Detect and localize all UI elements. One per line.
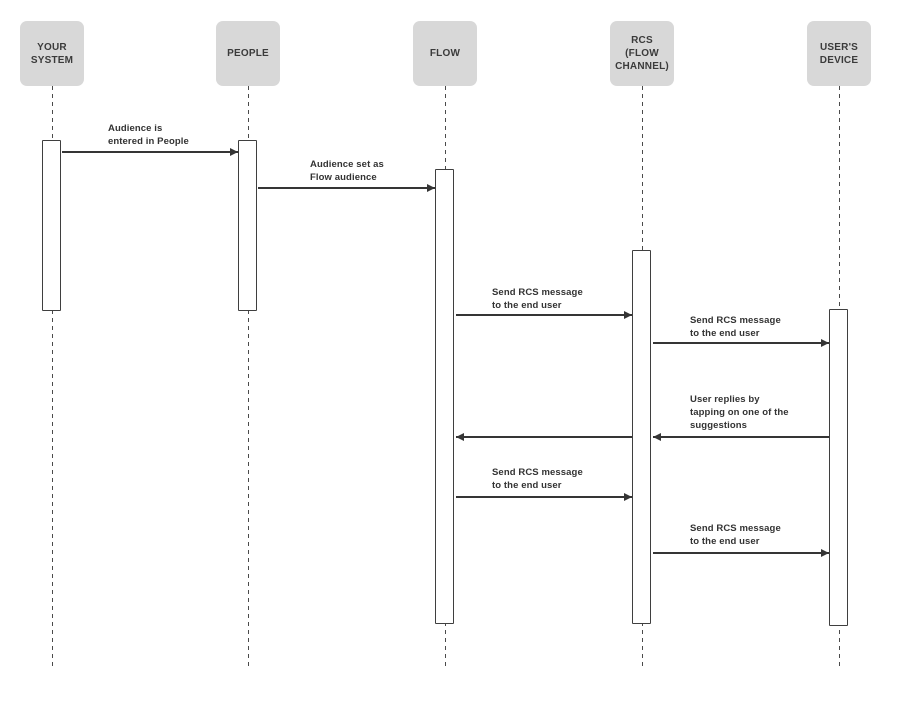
message-label-send-rcs-3: Send RCS message to the end user — [492, 467, 583, 491]
message-line-user-replies — [653, 436, 829, 438]
message-label-send-rcs-4: Send RCS message to the end user — [690, 523, 781, 547]
message-line-send-rcs-2 — [653, 342, 829, 344]
message-line-send-rcs-4 — [653, 552, 829, 554]
message-label-send-rcs-1: Send RCS message to the end user — [492, 287, 583, 311]
arrowhead-audience-entered — [230, 148, 238, 156]
message-label-audience-set: Audience set as Flow audience — [310, 159, 384, 183]
arrowhead-send-rcs-1 — [624, 311, 632, 319]
activation-bar-people — [238, 140, 257, 311]
arrowhead-send-rcs-3 — [624, 493, 632, 501]
message-label-audience-entered: Audience is entered in People — [108, 123, 189, 147]
actor-box-your-system: YOUR SYSTEM — [20, 21, 84, 86]
actor-box-flow: FLOW — [413, 21, 477, 86]
arrowhead-user-replies — [653, 433, 661, 441]
actor-box-people: PEOPLE — [216, 21, 280, 86]
message-line-user-replies-relay — [456, 436, 632, 438]
message-line-audience-set — [258, 187, 435, 189]
activation-bar-flow — [435, 169, 454, 624]
actor-label-people: PEOPLE — [227, 48, 269, 59]
actor-box-users-device: USER'S DEVICE — [807, 21, 871, 86]
lifeline-your-system — [51, 86, 53, 667]
arrowhead-send-rcs-2 — [821, 339, 829, 347]
actor-box-rcs-flow-channel: RCS (FLOW CHANNEL) — [610, 21, 674, 86]
arrowhead-send-rcs-4 — [821, 549, 829, 557]
actor-label-flow: FLOW — [429, 48, 461, 59]
lifeline-people — [247, 86, 249, 667]
arrowhead-user-replies-relay — [456, 433, 464, 441]
arrowhead-audience-set — [427, 184, 435, 192]
activation-bar-users-device — [829, 309, 848, 626]
message-line-send-rcs-3 — [456, 496, 632, 498]
actor-label-users-device: USER'S DEVICE — [819, 41, 859, 66]
message-line-send-rcs-1 — [456, 314, 632, 316]
message-label-send-rcs-2: Send RCS message to the end user — [690, 315, 781, 339]
activation-bar-rcs-flow-channel — [632, 250, 651, 624]
actor-label-your-system: YOUR SYSTEM — [30, 41, 74, 66]
message-label-user-replies: User replies by tapping on one of the su… — [690, 394, 789, 431]
activation-bar-your-system — [42, 140, 61, 311]
message-line-audience-entered — [62, 151, 238, 153]
actor-label-rcs-flow-channel: RCS (FLOW CHANNEL) — [615, 35, 669, 72]
